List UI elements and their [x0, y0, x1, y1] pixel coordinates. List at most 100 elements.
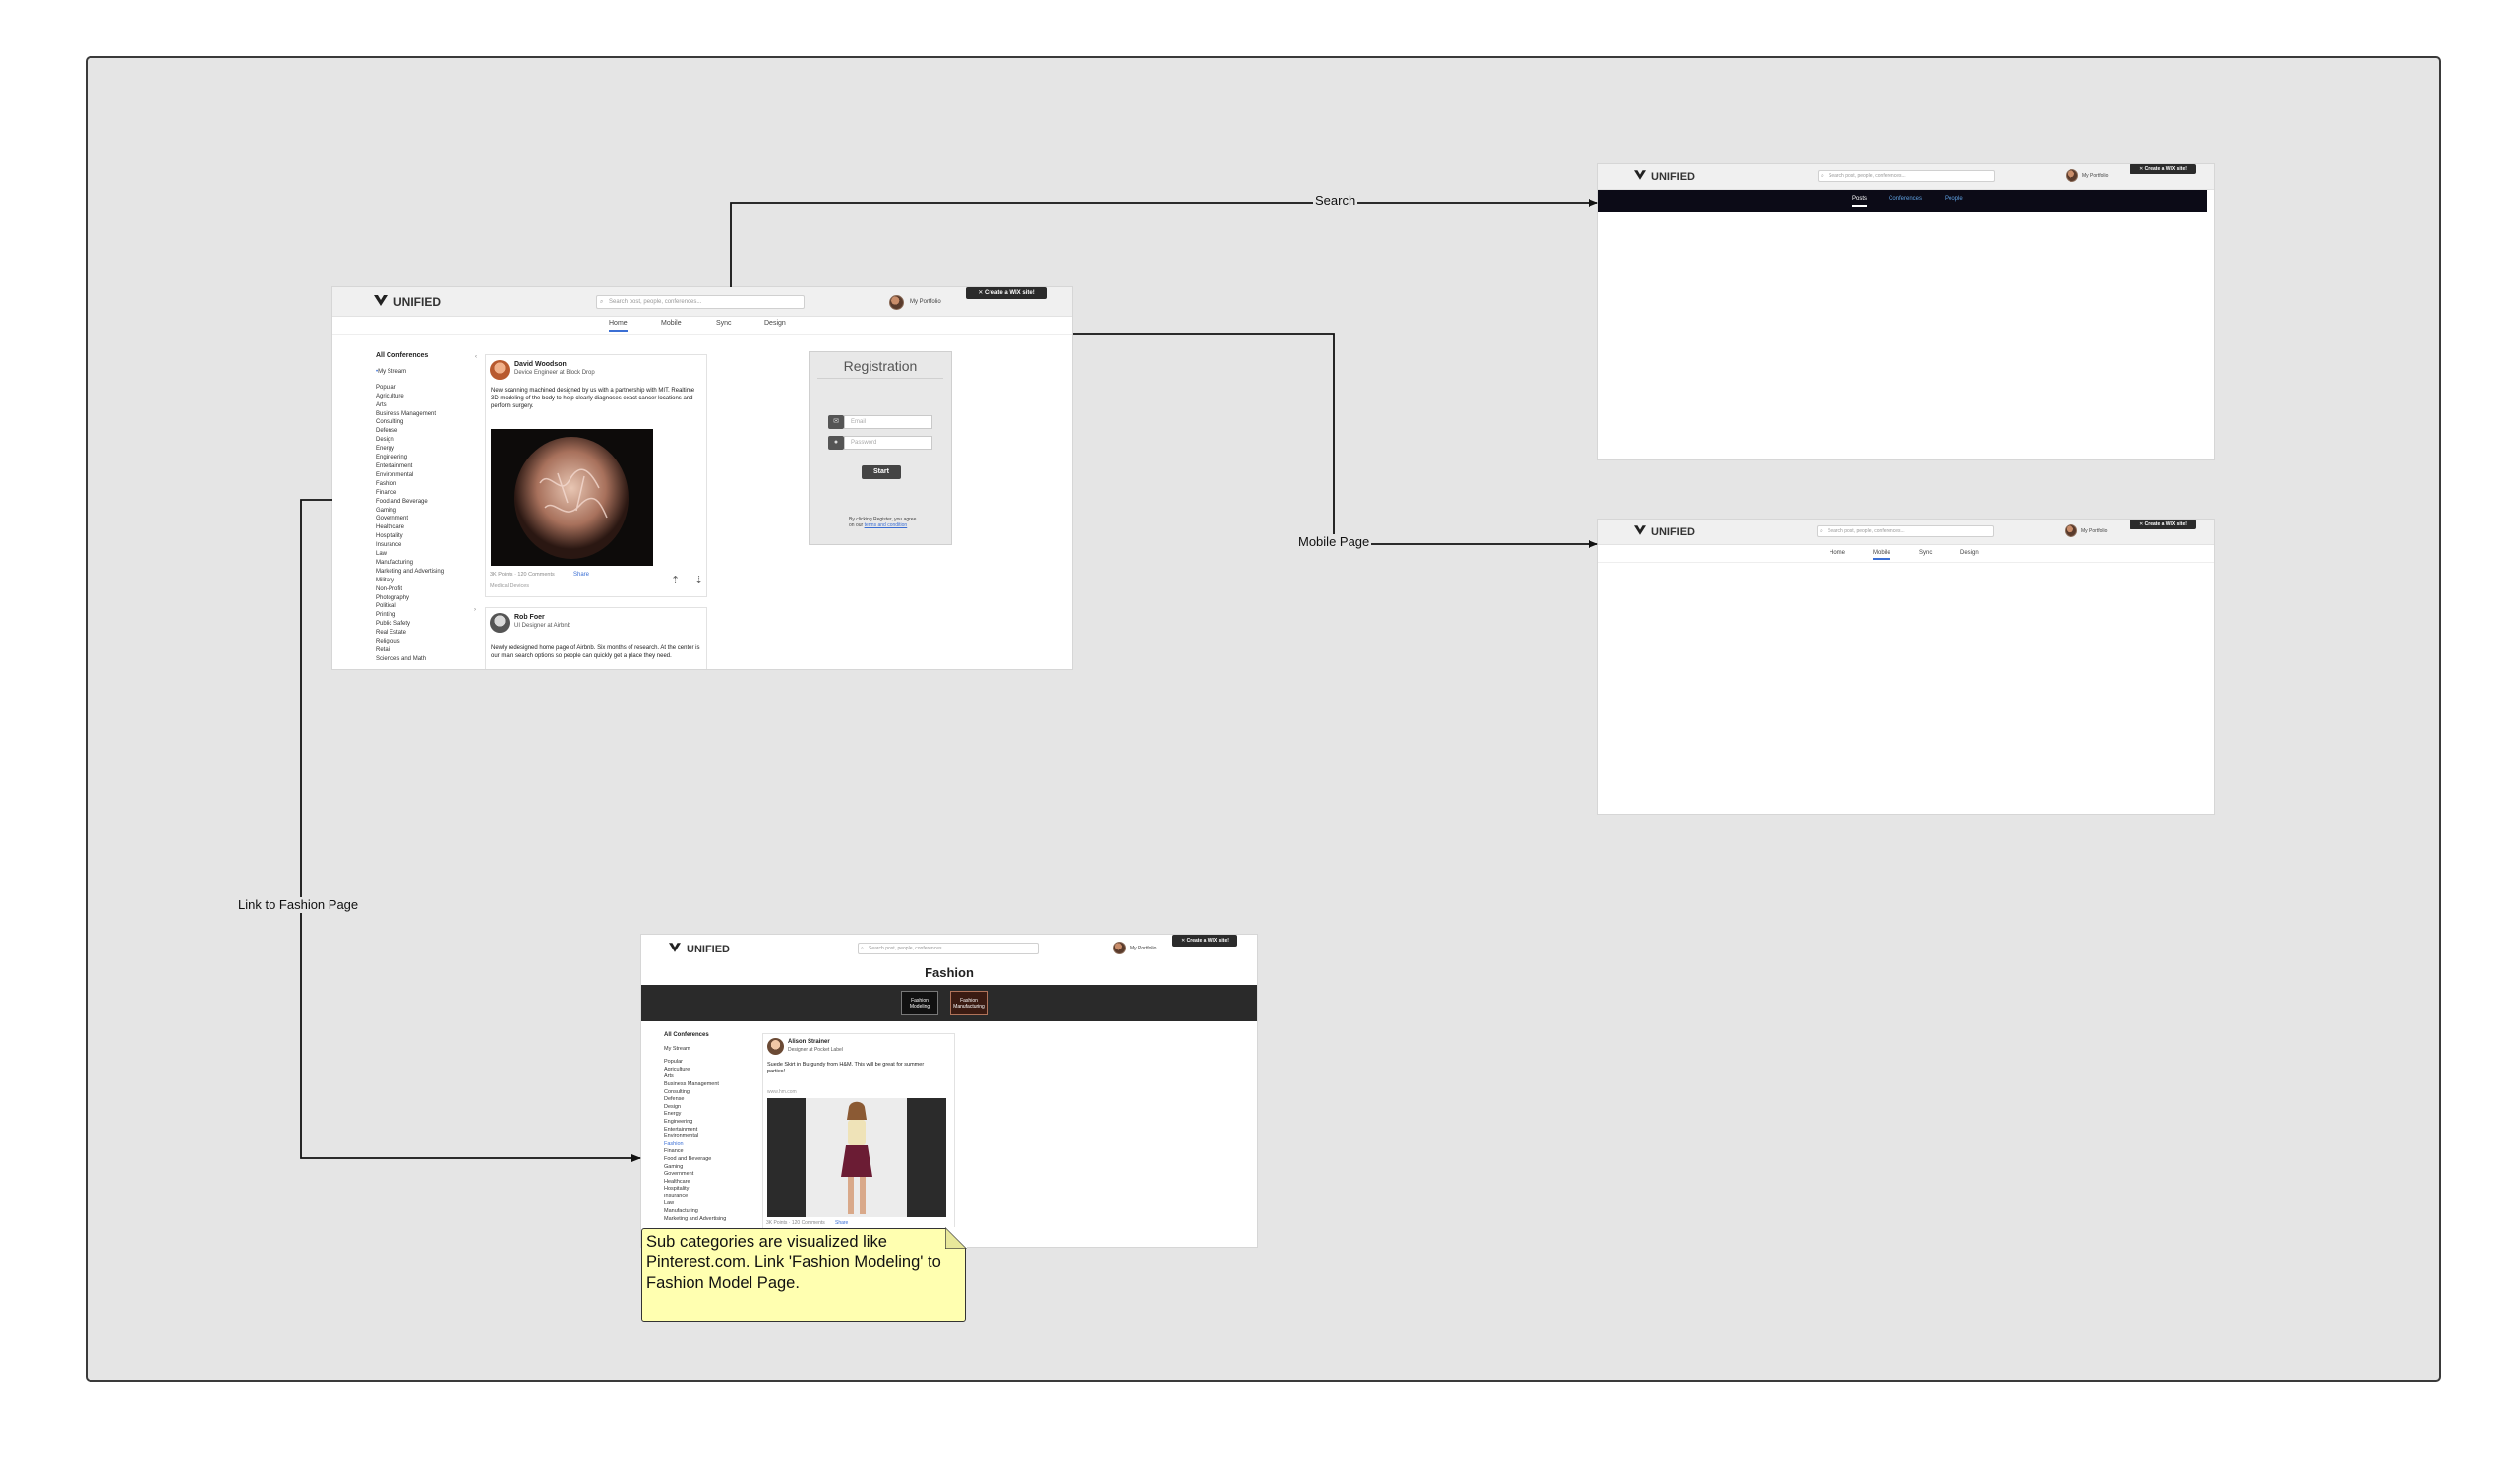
sidebar-category[interactable]: Hospitality [664, 1186, 690, 1193]
post-card[interactable]: David Woodson Device Engineer at Block D… [485, 354, 707, 597]
sidebar-category[interactable]: Healthcare [376, 524, 405, 531]
user-avatar[interactable] [2066, 169, 2078, 182]
sidebar-category[interactable]: Healthcare [664, 1178, 690, 1185]
sidebar-category[interactable]: Energy [664, 1111, 682, 1118]
sidebar-category[interactable]: Fashion [664, 1140, 684, 1147]
author-avatar[interactable] [767, 1038, 784, 1055]
sidebar-item-my-stream[interactable]: My Stream [664, 1045, 690, 1052]
sidebar-category[interactable]: Retail [376, 647, 391, 653]
sidebar-category[interactable]: Insurance [664, 1193, 689, 1199]
sidebar-category[interactable]: Law [376, 551, 388, 558]
sidebar-category[interactable]: Finance [664, 1148, 684, 1155]
sidebar-category[interactable]: Fashion [376, 480, 397, 487]
sidebar-item-my-stream[interactable]: •My Stream [376, 368, 407, 375]
sticky-note[interactable]: Sub categories are visualized like Pinte… [641, 1227, 967, 1322]
post-author[interactable]: Rob Foer [514, 614, 545, 621]
start-button[interactable]: Start [862, 465, 901, 479]
author-avatar[interactable] [490, 613, 510, 633]
search-input[interactable]: ⌕ Search post, people, conferences... [1817, 525, 1994, 537]
sidebar-category[interactable]: Arts [664, 1073, 674, 1080]
user-avatar[interactable] [889, 295, 904, 310]
sidebar-category[interactable]: Environmental [376, 471, 414, 478]
my-portfolio-link[interactable]: My Portfolio [2082, 173, 2109, 179]
sidebar-category[interactable]: Environmental [664, 1133, 699, 1140]
sidebar-category[interactable]: Consulting [664, 1088, 690, 1095]
downvote-icon[interactable]: ⇣ [694, 575, 704, 586]
sidebar-category[interactable]: Gaming [664, 1163, 684, 1170]
sidebar-category[interactable]: Hospitality [376, 533, 403, 540]
sidebar-category[interactable]: Insurance [376, 542, 402, 549]
search-input[interactable]: ⌕ Search post, people, conferences... [1818, 170, 1995, 182]
sidebar-category[interactable]: Business Management [664, 1080, 719, 1087]
my-portfolio-link[interactable]: My Portfolio [1130, 946, 1157, 951]
fashion-page-mock[interactable]: UNIFIED ⌕ Search post, people, conferenc… [641, 935, 1257, 1247]
sidebar-category[interactable]: Energy [376, 446, 395, 453]
sidebar-category[interactable]: Design [664, 1103, 682, 1110]
brand-logo[interactable]: UNIFIED [669, 943, 730, 955]
sidebar-category[interactable]: Agriculture [664, 1066, 690, 1072]
search-input[interactable]: ⌕ Search post, people, conferences... [596, 295, 805, 309]
tab-design[interactable]: Design [764, 320, 786, 327]
sidebar-category[interactable]: Gaming [376, 507, 397, 514]
sidebar-scroll-icon[interactable]: ‹ [475, 354, 477, 360]
my-portfolio-link[interactable]: My Portfolio [2081, 528, 2108, 534]
sidebar-category[interactable]: Public Safety [376, 621, 411, 628]
sidebar-category[interactable]: Real Estate [376, 630, 407, 637]
author-avatar[interactable] [490, 360, 510, 380]
subcategory-fashion-modeling[interactable]: Fashion Modeling [901, 991, 938, 1015]
tab-design[interactable]: Design [1960, 550, 1979, 556]
sidebar-category[interactable]: Political [376, 603, 396, 610]
search-page-mock[interactable]: UNIFIED ⌕ Search post, people, conferenc… [1598, 164, 2214, 459]
sidebar-category[interactable]: Printing [376, 612, 396, 619]
sidebar-category[interactable]: Food and Beverage [376, 498, 428, 505]
share-link[interactable]: Share [573, 572, 590, 578]
password-field[interactable]: Password [844, 436, 932, 450]
post-menu-icon[interactable]: › [474, 607, 476, 613]
brand-logo[interactable]: UNIFIED [374, 295, 441, 309]
my-portfolio-link[interactable]: My Portfolio [910, 299, 941, 305]
sidebar-category[interactable]: Non-Profit [376, 585, 403, 592]
tab-sync[interactable]: Sync [716, 320, 732, 327]
post-link[interactable]: www.hm.com [767, 1089, 797, 1095]
sidebar-category[interactable]: Popular [376, 384, 396, 391]
create-wix-site-button[interactable]: ✕ Create a WIX site! [2130, 520, 2196, 529]
tab-sync[interactable]: Sync [1919, 550, 1933, 556]
sidebar-category[interactable]: Engineering [664, 1118, 693, 1125]
upvote-icon[interactable]: ⇡ [671, 575, 681, 586]
sidebar-category[interactable]: Food and Beverage [664, 1155, 712, 1162]
sidebar-category[interactable]: Religious [376, 639, 400, 645]
email-field[interactable]: Email [844, 415, 932, 429]
sidebar-category[interactable]: Defense [664, 1096, 685, 1103]
post-card[interactable]: Alison Strainer Designer at Pocket Label… [762, 1033, 955, 1247]
tab-people[interactable]: People [1945, 196, 1963, 202]
sidebar-category[interactable]: Finance [376, 489, 397, 496]
tab-mobile[interactable]: Mobile [1873, 550, 1890, 560]
tab-home[interactable]: Home [1830, 550, 1846, 556]
brand-logo[interactable]: UNIFIED [1634, 170, 1695, 183]
sidebar-category[interactable]: Sciences and Math [376, 655, 427, 662]
user-avatar[interactable] [2065, 524, 2077, 537]
mobile-page-mock[interactable]: UNIFIED ⌕ Search post, people, conferenc… [1598, 520, 2214, 814]
post-card[interactable]: Rob Foer UI Designer at Airbnb Newly red… [485, 607, 707, 669]
tab-posts[interactable]: Posts [1852, 196, 1868, 207]
post-image-brain-scan[interactable] [491, 429, 653, 566]
post-tag[interactable]: Medical Devices [490, 583, 530, 589]
sidebar-category[interactable]: Entertainment [664, 1126, 698, 1132]
sidebar-category[interactable]: Law [664, 1200, 675, 1207]
home-page-mock[interactable]: UNIFIED ⌕ Search post, people, conferenc… [332, 287, 1072, 669]
sidebar-category[interactable]: Engineering [376, 455, 408, 461]
sidebar-category[interactable]: Marketing and Advertising [376, 568, 445, 575]
sidebar-category[interactable]: Military [376, 577, 394, 583]
sidebar-category[interactable]: Marketing and Advertising [664, 1215, 727, 1222]
tab-conferences[interactable]: Conferences [1889, 196, 1923, 202]
brand-logo[interactable]: UNIFIED [1634, 525, 1695, 538]
terms-link[interactable]: terms and condition [864, 522, 908, 528]
create-wix-site-button[interactable]: ✕ Create a WIX site! [2130, 164, 2196, 174]
tab-home[interactable]: Home [609, 320, 628, 332]
sidebar-category[interactable]: Manufacturing [376, 559, 414, 566]
post-author[interactable]: David Woodson [514, 361, 567, 368]
sidebar-category[interactable]: Arts [376, 401, 387, 408]
share-link[interactable]: Share [835, 1220, 849, 1226]
sidebar-category[interactable]: Entertainment [376, 462, 413, 469]
subcategory-fashion-manufacturing[interactable]: Fashion Manufacturing [950, 991, 988, 1015]
